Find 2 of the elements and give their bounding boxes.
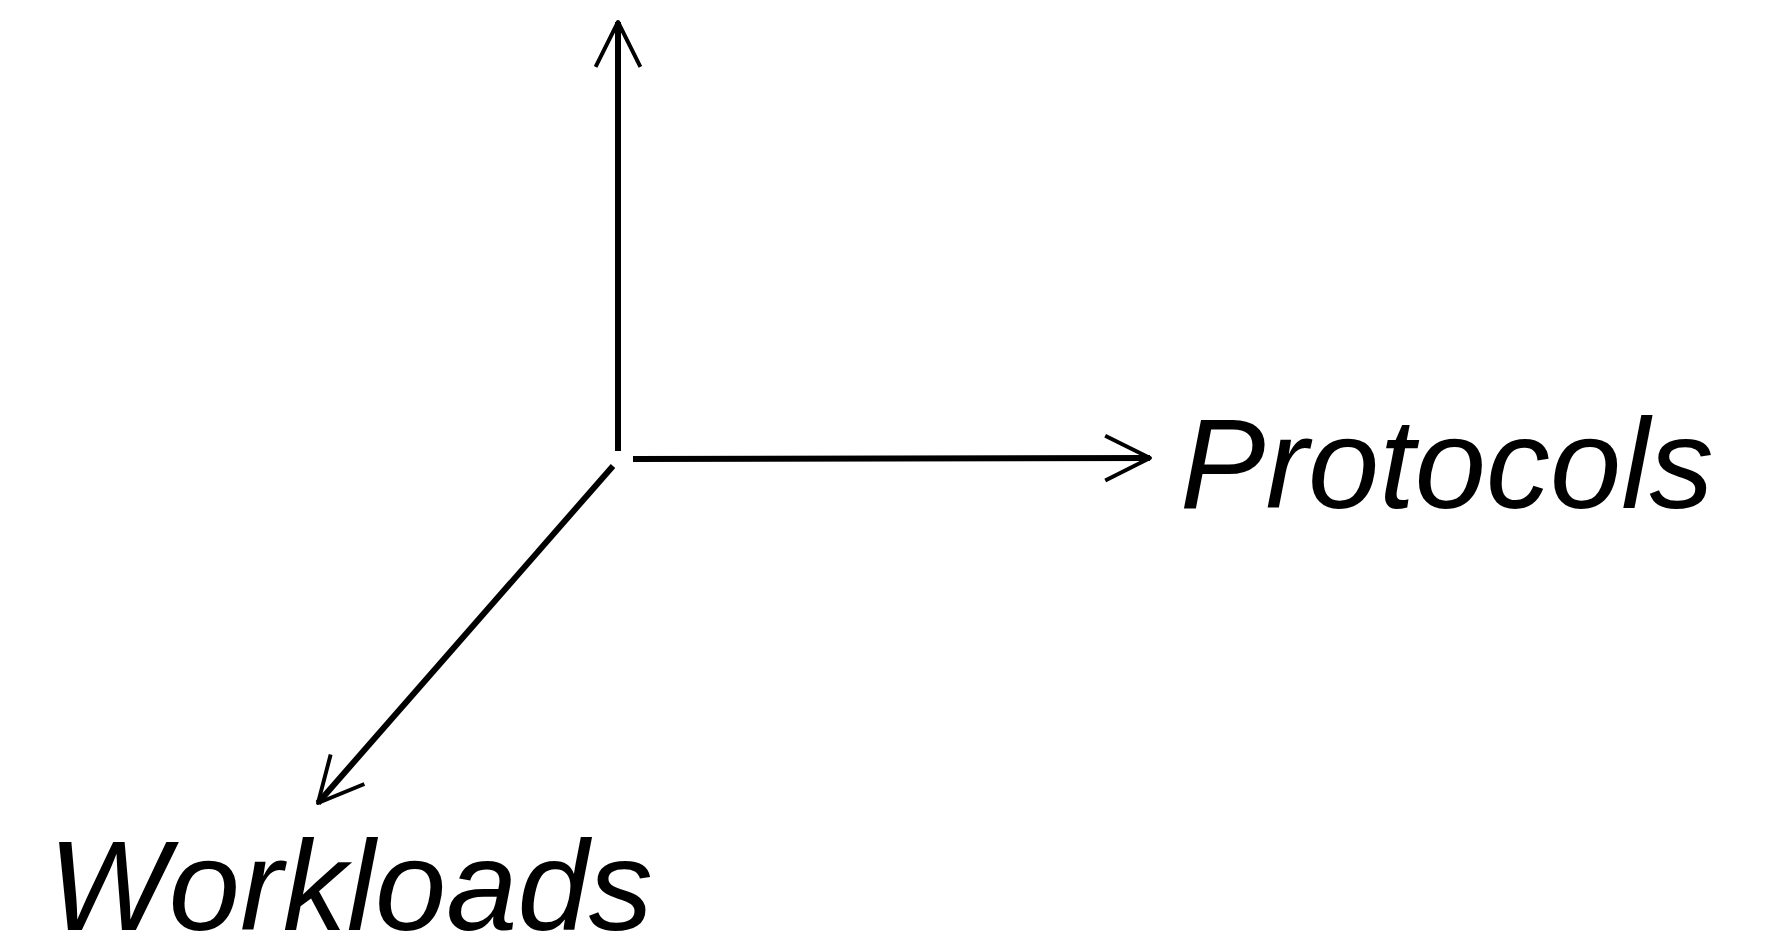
axis-label: Workloads [48,822,653,944]
axis-label: Protocols [1180,400,1714,528]
